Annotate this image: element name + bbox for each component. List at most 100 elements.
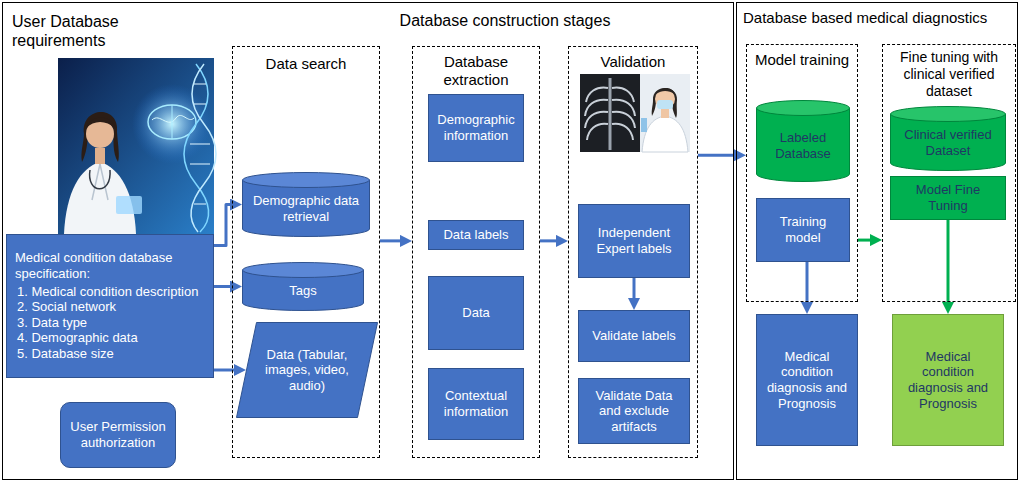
flow-arrow (858, 239, 876, 242)
group-title: Fine tuning with clinical verified datas… (883, 49, 1015, 99)
list-item: 1. Medical condition description (15, 284, 205, 300)
node-text: Data (Tabular, images, video, audio) (260, 347, 354, 394)
text-block: Tags (247, 283, 359, 299)
result-box: Medical condition diagnosis and Prognosi… (756, 314, 858, 446)
flow-arrow (633, 278, 636, 304)
illustration-path (191, 64, 216, 232)
illustration-path (652, 88, 677, 118)
text-block: Medical condition database specification… (15, 250, 205, 361)
parallelogram-outline (237, 323, 378, 418)
text-block: User Permission authorization (67, 419, 169, 450)
text-block: Data labels (434, 227, 518, 243)
specification-box: Medical condition database specification… (6, 234, 214, 378)
text-block: Validate Data and exclude artifacts (584, 388, 684, 435)
illustration-rect (116, 196, 142, 214)
stage-group: Data searchDemographic data retrievalTag… (232, 46, 380, 458)
database-cylinder: Clinical verified Dataset (890, 106, 1006, 171)
node-text: Medical condition diagnosis and Prognosi… (898, 349, 998, 411)
text-block: Independent Expert labels (584, 225, 684, 256)
group-title: Model training (747, 51, 857, 69)
illustration-path (642, 116, 688, 152)
list-item: 2. Social network (15, 299, 205, 315)
cylinder-top (891, 107, 1006, 122)
group-title: Database extraction (413, 53, 539, 89)
illustration-path (81, 112, 118, 162)
node-text: Database based medical diagnostics (743, 9, 1013, 27)
stage-panel: Database based medical diagnosticsModel … (736, 2, 1018, 480)
text-block: Medical condition diagnosis and Prognosi… (898, 349, 998, 411)
node-text: Model training (747, 51, 857, 69)
result-box: Medical condition diagnosis and Prognosi… (892, 314, 1004, 446)
node-text: Validate labels (584, 328, 684, 344)
node-text: Clinical verified Dataset (895, 127, 1001, 158)
cylinder-body (757, 108, 850, 182)
illustration-rect (95, 148, 105, 164)
database-cylinder: Tags (242, 262, 364, 311)
node-text: Demographic data retrieval (247, 193, 365, 224)
node-text: Data labels (434, 227, 518, 243)
illustration-line (609, 78, 612, 150)
stage-group: ValidationIndependent Expert labelsValid… (568, 46, 698, 458)
list-item: 3. Data type (15, 315, 205, 331)
text-block: Demographic information (434, 112, 518, 143)
node-text: Validate Data and exclude artifacts (584, 388, 684, 435)
illustration-path (92, 164, 108, 200)
illustration-rect (58, 58, 214, 234)
flow-arrow (540, 239, 562, 242)
process-box: Data (428, 276, 524, 350)
process-box: Model Fine Tuning (890, 176, 1006, 220)
cylinder-top (243, 173, 370, 188)
permission-box: User Permission authorization (60, 402, 176, 468)
process-box: Validate Data and exclude artifacts (578, 378, 690, 444)
doctor-photo (58, 58, 216, 234)
node-text: User Permission authorization (67, 419, 169, 450)
illustration-path (90, 170, 111, 189)
flow-arrow (947, 220, 950, 308)
text-block: Contextual information (434, 388, 518, 419)
node-text: Validation (569, 53, 697, 71)
node-text: Labeled Database (761, 130, 845, 161)
process-box: Training model (756, 198, 850, 262)
illustration-rect (580, 74, 640, 152)
stage-group: Database extractionDemographic informati… (412, 46, 540, 458)
node-text: Independent Expert labels (584, 225, 684, 256)
group-title: Data search (233, 55, 379, 73)
flow-arrow (380, 239, 406, 242)
illustration-circle (132, 84, 212, 164)
list-item: 4. Demographic data (15, 330, 205, 346)
node-text: Training model (762, 214, 844, 245)
process-box: Contextual information (428, 368, 524, 440)
node-text: Database extraction (413, 53, 539, 89)
cylinder-top (243, 263, 364, 278)
flow-arrow (214, 369, 240, 372)
list-item: 5. Database size (15, 346, 205, 362)
stage-panel: Database construction stagesMedical cond… (2, 2, 734, 480)
node-text: Medical condition database specification… (15, 250, 205, 281)
text-block: Model Fine Tuning (896, 182, 1000, 213)
cylinder-body (243, 180, 370, 237)
illustration-path (585, 88, 608, 140)
data-parallelogram: Data (Tabular, images, video, audio) (236, 322, 378, 418)
node-text: Data search (233, 55, 379, 73)
node-text: Database construction stages (375, 11, 635, 30)
database-cylinder: Demographic data retrieval (242, 172, 370, 237)
text-block: Labeled Database (761, 130, 845, 161)
illustration-circle (655, 89, 675, 109)
group-title: Database based medical diagnostics (743, 9, 1013, 27)
node-text: Demographic information (434, 112, 518, 143)
text-block: Demographic data retrieval (247, 193, 365, 224)
text-block: Validate labels (584, 328, 684, 344)
text-block: Data (434, 305, 518, 321)
column-heading: User Database requirements (12, 12, 184, 50)
group-title: Validation (569, 53, 697, 71)
illustration-path (152, 115, 194, 122)
illustration-rect (657, 100, 673, 109)
text-block: Medical condition diagnosis and Prognosi… (762, 349, 852, 411)
node-text: Medical condition diagnosis and Prognosi… (762, 349, 852, 411)
node-text: Contextual information (434, 388, 518, 419)
database-cylinder: Labeled Database (756, 100, 850, 182)
node-text: Tags (247, 283, 359, 299)
stage-group: Fine tuning with clinical verified datas… (882, 44, 1016, 302)
